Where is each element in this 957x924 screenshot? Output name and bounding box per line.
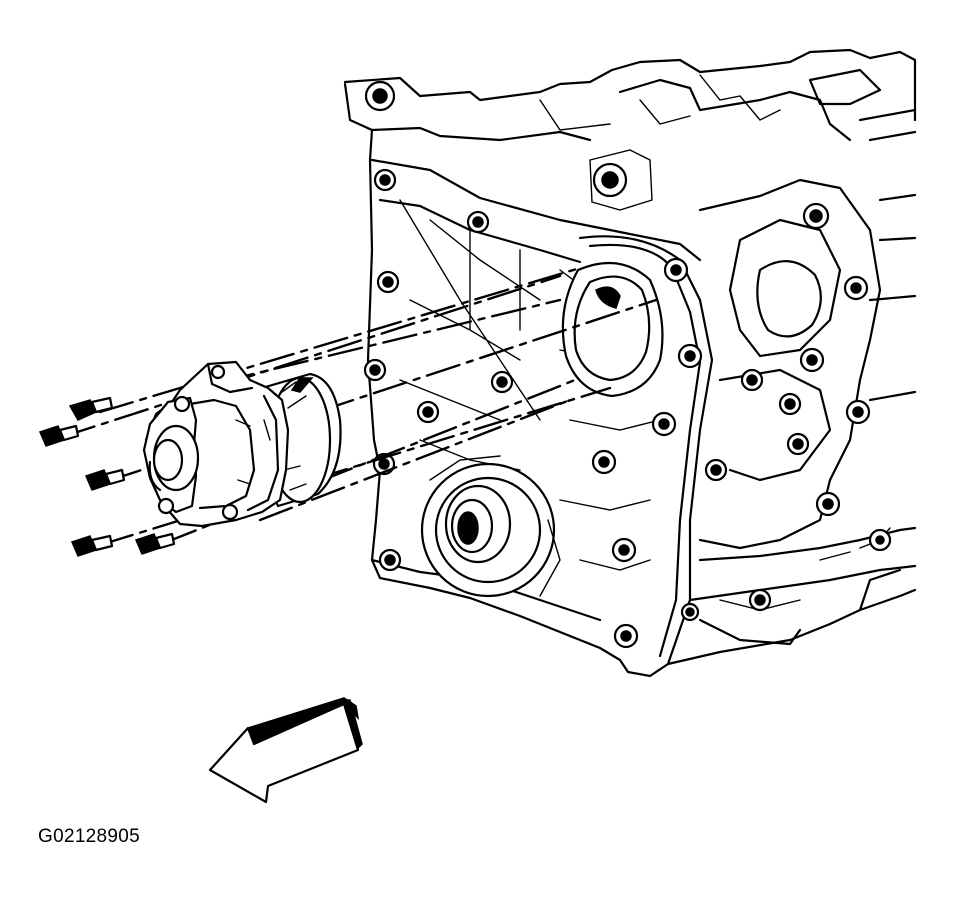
bolt-icon (134, 532, 176, 555)
bolt-boss-icon (466, 210, 490, 234)
pump-bolts (38, 396, 176, 557)
bolt-boss-icon (613, 623, 639, 649)
bolt-boss-icon (786, 432, 810, 456)
direction-arrow-icon (208, 697, 363, 804)
bolt-boss-icon (364, 80, 396, 112)
bolt-boss-icon (373, 168, 397, 192)
engine-block-icon (343, 48, 917, 678)
bolt-boss-icon (680, 602, 700, 622)
bolt-boss-icon (868, 528, 892, 552)
bolt-boss-icon (490, 370, 514, 394)
bolt-boss-icon (611, 537, 637, 563)
bolt-boss-icon (778, 392, 802, 416)
bolt-boss-icon (677, 343, 703, 369)
bolt-boss-icon (748, 588, 772, 612)
figure-id: G02128905 (38, 826, 141, 847)
bolt-boss-icon (591, 449, 617, 475)
bolt-icon (84, 468, 126, 491)
bolt-boss-icon (740, 368, 764, 392)
bolt-boss-icon (843, 275, 869, 301)
bolt-boss-icon (376, 270, 400, 294)
bolt-boss-icon (845, 399, 871, 425)
engine-bolt-bosses (363, 80, 892, 649)
bolt-boss-icon (363, 358, 387, 382)
bolt-icon (68, 396, 114, 421)
bolt-boss-icon (416, 400, 440, 424)
bolt-boss-icon (704, 458, 728, 482)
bolt-boss-icon (799, 347, 825, 373)
bolt-boss-icon (815, 491, 841, 517)
bolt-boss-icon (651, 411, 677, 437)
bolt-boss-icon (802, 202, 830, 230)
bolt-icon (38, 424, 80, 447)
bolt-boss-icon (663, 257, 689, 283)
bolt-boss-icon (378, 548, 402, 572)
bolt-boss-icon (592, 162, 628, 198)
bolt-icon (70, 534, 114, 557)
water-pump-icon (142, 360, 342, 528)
